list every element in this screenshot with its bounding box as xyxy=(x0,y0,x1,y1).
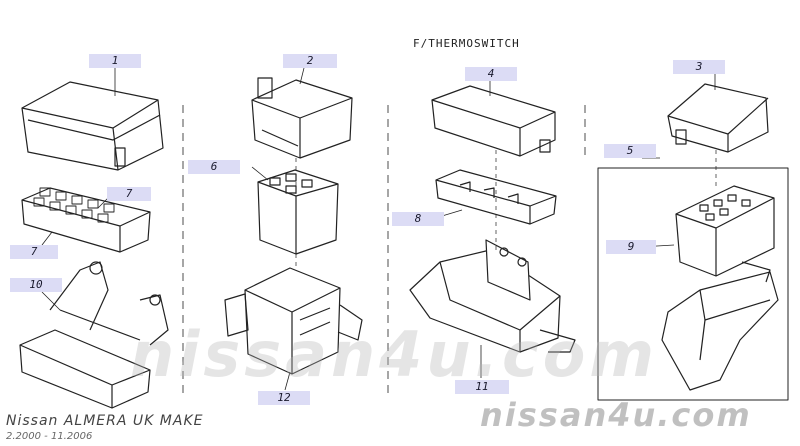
leader-7b xyxy=(41,231,53,246)
part-7-fuse-block xyxy=(21,187,151,253)
part-label-11: 11 xyxy=(455,380,509,394)
leader-12 xyxy=(284,371,291,391)
part-label-10: 10 xyxy=(10,278,62,292)
leader-10 xyxy=(41,291,61,311)
part-5-lower-housing xyxy=(661,261,779,391)
part-label-4: 4 xyxy=(465,67,517,81)
leader-6 xyxy=(251,166,269,181)
part-label-2: 2 xyxy=(283,54,337,68)
part-3-cover xyxy=(667,83,769,153)
part-11-housing xyxy=(409,239,576,353)
part-label-7-lower: 7 xyxy=(10,245,58,259)
part-1-cover xyxy=(21,81,164,171)
part-12-relay-bracket xyxy=(224,267,363,375)
part-label-9: 9 xyxy=(606,240,656,254)
part-10-bracket xyxy=(19,261,169,409)
part-label-8: 8 xyxy=(392,212,444,226)
part-label-6: 6 xyxy=(188,160,240,174)
part-8-connector xyxy=(435,169,557,225)
part-6-relay xyxy=(257,169,339,255)
part-label-1: 1 xyxy=(89,54,141,68)
watermark-corner: nissan4u.com xyxy=(480,396,752,434)
footer-model: Nissan ALMERA UK MAKE xyxy=(6,413,204,429)
leader-2 xyxy=(299,67,305,85)
part-5-assembly-frame xyxy=(597,167,789,401)
watermark-center: nissan4u.com xyxy=(130,318,658,391)
part-label-12: 12 xyxy=(258,391,310,405)
part-label-7-upper: 7 xyxy=(107,187,151,201)
part-4-cover xyxy=(431,85,556,157)
part-label-5: 5 xyxy=(604,144,656,158)
part-2-relay-cover xyxy=(251,77,353,159)
footer-dates: 2.2000 - 11.2006 xyxy=(6,431,93,442)
part-9-fuse-box xyxy=(675,185,775,277)
thermoswitch-caption: F/THERMOSWITCH xyxy=(413,37,520,50)
part-label-3: 3 xyxy=(673,60,725,74)
